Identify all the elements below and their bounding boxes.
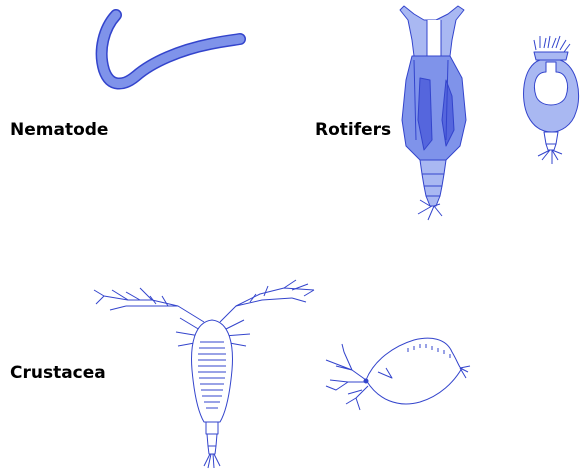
ostracod-icon [326, 338, 470, 410]
copepod-icon [94, 280, 314, 468]
elongated-rotifer-icon [400, 6, 466, 220]
nematode-worm-icon [102, 15, 240, 84]
round-rotifer-icon [524, 36, 579, 164]
